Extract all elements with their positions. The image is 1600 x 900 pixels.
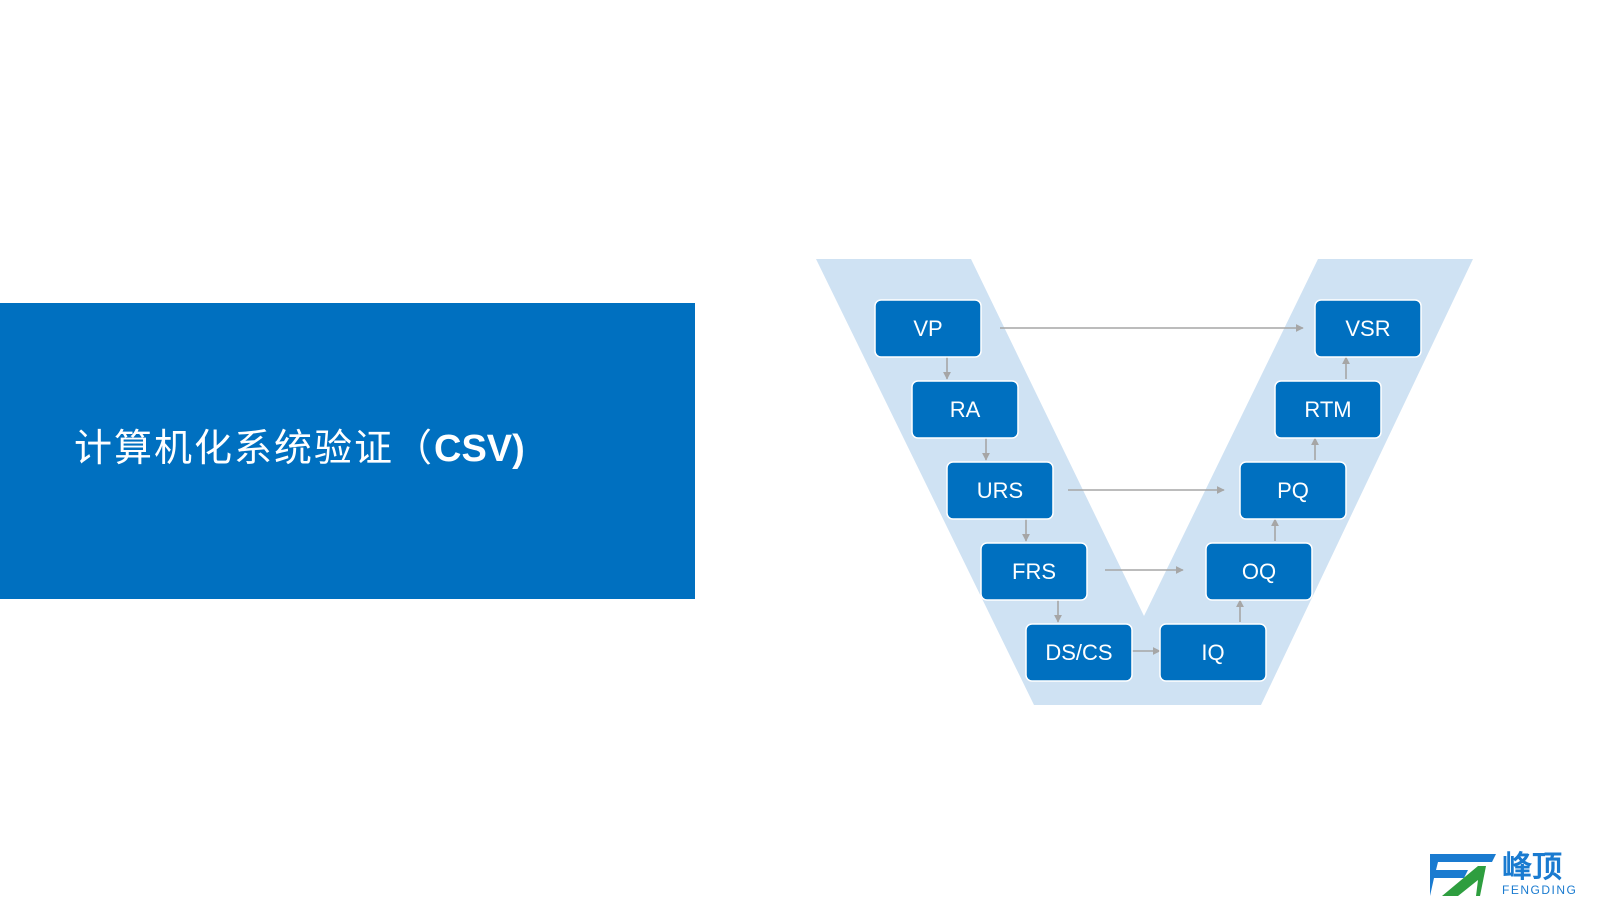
connector-arrows bbox=[943, 324, 1350, 655]
title-latin: CSV) bbox=[434, 428, 525, 470]
node-iq: IQ bbox=[1159, 623, 1267, 682]
node-dscs-label: DS/CS bbox=[1045, 640, 1112, 665]
node-ra: RA bbox=[911, 380, 1019, 439]
node-oq: OQ bbox=[1205, 542, 1313, 601]
title-chinese: 计算机化系统验证（ bbox=[74, 426, 435, 470]
slide-title: 计算机化系统验证（CSV) bbox=[74, 423, 525, 474]
node-dscs: DS/CS bbox=[1025, 623, 1133, 682]
logo-mark-icon bbox=[1430, 854, 1496, 896]
node-frs-label: FRS bbox=[1012, 559, 1056, 584]
title-band: 计算机化系统验证（CSV) bbox=[0, 303, 695, 599]
node-oq-label: OQ bbox=[1242, 559, 1276, 584]
node-vsr-label: VSR bbox=[1345, 316, 1390, 341]
node-ra-label: RA bbox=[950, 397, 981, 422]
node-pq-label: PQ bbox=[1277, 478, 1309, 503]
company-logo: 峰顶 FENGDING bbox=[1428, 850, 1598, 898]
node-pq: PQ bbox=[1239, 461, 1347, 520]
node-vsr: VSR bbox=[1314, 299, 1422, 358]
node-vp: VP bbox=[874, 299, 982, 358]
node-rtm-label: RTM bbox=[1304, 397, 1351, 422]
node-urs-label: URS bbox=[977, 478, 1023, 503]
node-rtm: RTM bbox=[1274, 380, 1382, 439]
node-frs: FRS bbox=[980, 542, 1088, 601]
node-urs: URS bbox=[946, 461, 1054, 520]
logo-name-cn: 峰顶 bbox=[1502, 850, 1562, 885]
logo-name-en: FENGDING bbox=[1502, 883, 1578, 897]
node-vp-label: VP bbox=[913, 316, 942, 341]
node-iq-label: IQ bbox=[1201, 640, 1224, 665]
